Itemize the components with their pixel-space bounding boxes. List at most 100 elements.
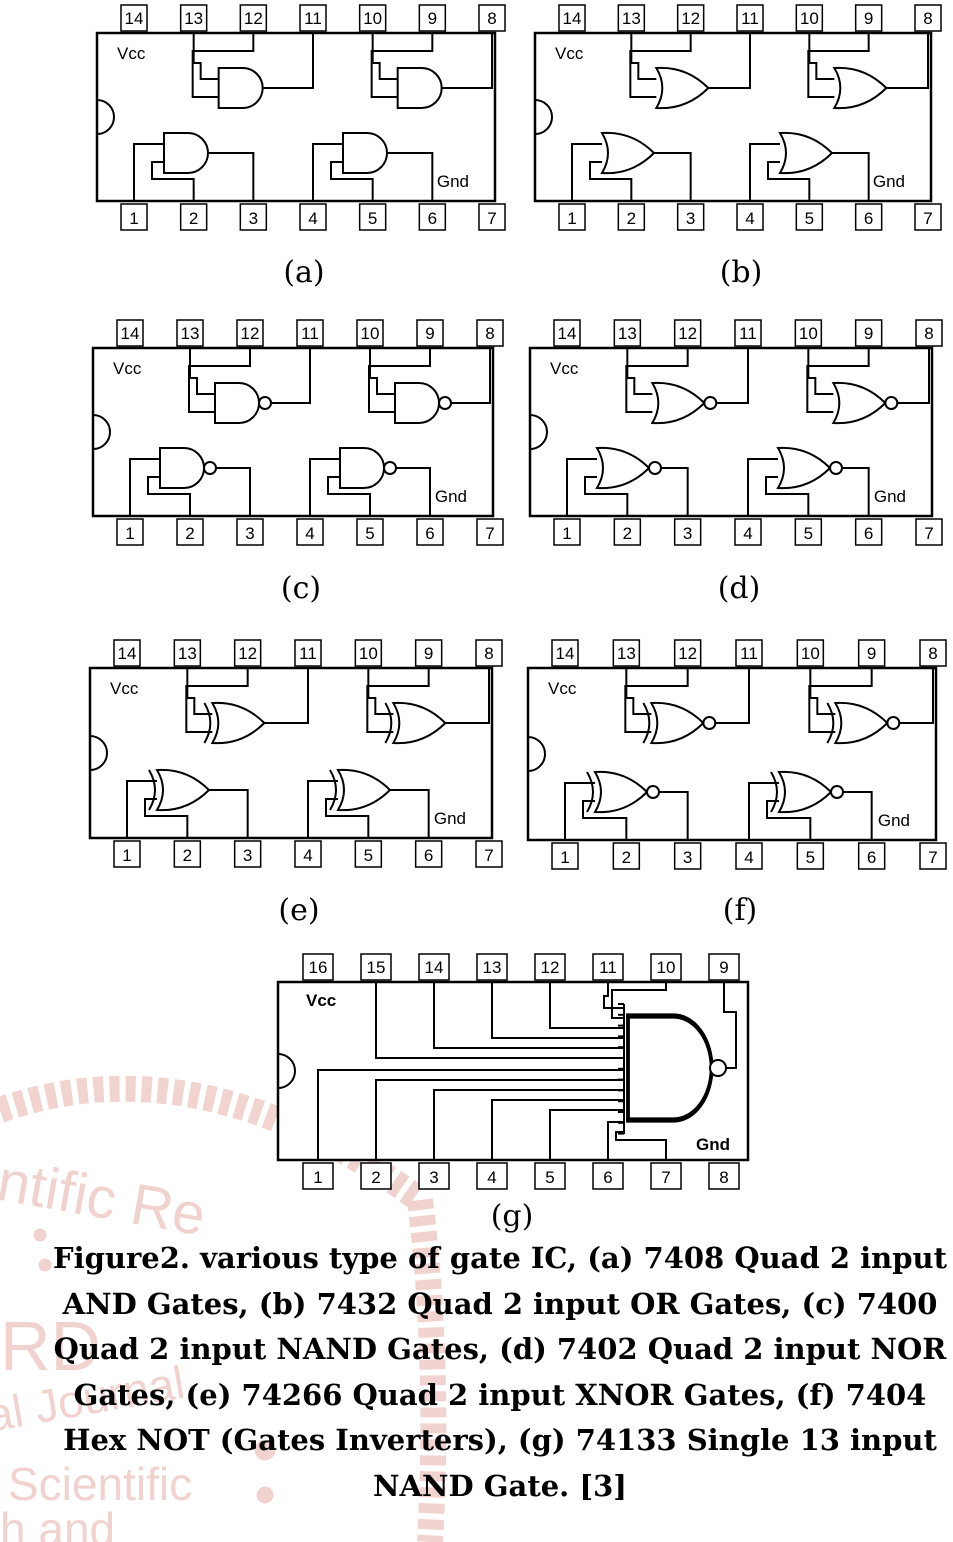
gate-body bbox=[595, 446, 651, 490]
pin-number: 11 bbox=[599, 958, 617, 977]
pin-box-bottom bbox=[418, 203, 447, 231]
wire bbox=[441, 33, 493, 89]
wire bbox=[262, 33, 314, 89]
gate-body bbox=[155, 768, 211, 812]
pin-box-top bbox=[736, 4, 764, 32]
pin-number: 12 bbox=[678, 324, 697, 343]
and-gate-symbol bbox=[342, 132, 388, 174]
pin-box-top bbox=[735, 639, 763, 667]
xor-input-bar bbox=[203, 702, 212, 744]
pin-box-top bbox=[919, 639, 947, 667]
pin-number: 3 bbox=[683, 848, 692, 867]
pin-box-top bbox=[734, 319, 762, 347]
gate-body bbox=[391, 701, 447, 745]
nand-gate-symbol bbox=[626, 1013, 714, 1123]
gnd-label: Gnd bbox=[874, 487, 906, 506]
pin-box-top bbox=[558, 4, 586, 32]
pin-number: 10 bbox=[800, 9, 819, 28]
pin-number: 1 bbox=[122, 846, 131, 865]
vcc-label: Vcc bbox=[306, 991, 336, 1010]
vcc-label: Vcc bbox=[117, 44, 146, 63]
pin-box-top bbox=[673, 319, 702, 347]
pin-number: 13 bbox=[617, 644, 636, 663]
wire bbox=[897, 348, 930, 404]
pin-number: 2 bbox=[183, 846, 192, 865]
gate-body bbox=[339, 447, 385, 489]
wire bbox=[624, 668, 689, 733]
pin-box-top bbox=[416, 319, 444, 347]
inversion-bubble bbox=[203, 461, 217, 475]
wire bbox=[564, 782, 595, 840]
pin-box-bottom bbox=[708, 1162, 740, 1190]
wire bbox=[445, 668, 490, 724]
wire bbox=[661, 467, 689, 516]
wire bbox=[582, 800, 628, 840]
pin-number: 9 bbox=[867, 644, 876, 663]
gate-body bbox=[778, 131, 834, 175]
pin-box-bottom bbox=[476, 1162, 508, 1190]
pin-box-bottom bbox=[734, 518, 762, 546]
pin-number: 14 bbox=[118, 644, 137, 663]
wire bbox=[264, 668, 309, 724]
wire bbox=[654, 152, 692, 201]
pin-number: 5 bbox=[805, 209, 814, 228]
pin-box-bottom bbox=[120, 203, 148, 231]
wire bbox=[566, 458, 597, 516]
pin-box-bottom bbox=[735, 842, 763, 870]
xor-input-bar bbox=[384, 702, 393, 744]
pin-number: 3 bbox=[429, 1168, 438, 1187]
wire bbox=[716, 348, 749, 404]
inversion-bubble bbox=[646, 785, 660, 799]
wire bbox=[375, 982, 624, 1059]
pin-box-bottom bbox=[795, 203, 824, 231]
pin-box-top bbox=[299, 4, 327, 32]
pin-number: 5 bbox=[364, 846, 373, 865]
gate-body bbox=[600, 131, 656, 175]
wire bbox=[625, 348, 689, 413]
pin-box-bottom bbox=[296, 518, 324, 546]
wire bbox=[330, 161, 374, 201]
xor-gate-symbol bbox=[384, 701, 447, 745]
pin-box-bottom bbox=[358, 203, 387, 231]
chip-body bbox=[533, 31, 933, 203]
xnor-gate-symbol bbox=[770, 770, 844, 814]
wire bbox=[611, 982, 667, 1019]
pin-box-bottom bbox=[915, 518, 943, 546]
gate-body bbox=[210, 701, 266, 745]
wire bbox=[433, 982, 624, 1049]
gate-body bbox=[650, 381, 706, 425]
pin-number: 6 bbox=[425, 524, 434, 543]
wire bbox=[216, 467, 251, 516]
inversion-bubble bbox=[829, 461, 843, 475]
pin-number: 13 bbox=[483, 958, 502, 977]
pin-number: 11 bbox=[739, 324, 757, 343]
panel-label: (b) bbox=[720, 255, 763, 290]
pin-box-top bbox=[116, 319, 144, 347]
wire bbox=[806, 348, 870, 413]
wire bbox=[491, 982, 624, 1039]
pin-number: 6 bbox=[428, 209, 437, 228]
wire bbox=[144, 798, 189, 838]
pin-number: 11 bbox=[304, 9, 322, 28]
wire bbox=[191, 33, 255, 98]
pin-box-top bbox=[708, 953, 740, 981]
pin-box-top bbox=[795, 4, 824, 32]
panel-label: (e) bbox=[278, 893, 319, 928]
gnd-label: Gnd bbox=[878, 811, 910, 830]
pin-number: 11 bbox=[740, 644, 758, 663]
pin-number: 6 bbox=[424, 846, 433, 865]
pin-box-top bbox=[617, 4, 646, 32]
pin-box-top bbox=[914, 4, 942, 32]
wire bbox=[629, 33, 692, 98]
pin-number: 3 bbox=[686, 209, 695, 228]
inversion-bubble bbox=[438, 396, 452, 410]
pin-number: 5 bbox=[368, 209, 377, 228]
pin-number: 12 bbox=[681, 9, 700, 28]
gate-body bbox=[342, 132, 388, 174]
pin-box-top bbox=[476, 953, 508, 981]
pin-box-bottom bbox=[176, 518, 204, 546]
